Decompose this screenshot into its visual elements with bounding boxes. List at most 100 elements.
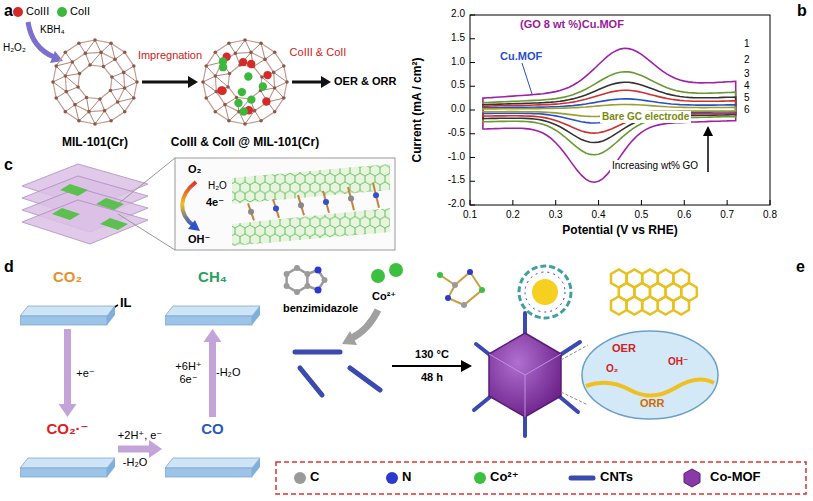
species-formula: CO₂·⁻ [20,420,115,438]
co3-dot [13,7,23,17]
cage-atom [78,72,82,76]
cage-bond [100,99,105,111]
cage-atom [123,86,127,90]
cage-bond [284,82,287,98]
graphene-stack [22,164,148,244]
cage-atom [116,100,120,104]
cage-bond [80,65,91,73]
cage-bond [75,105,79,121]
linker [323,191,329,213]
carbon-nanotubes [295,352,380,395]
cage-bond [215,43,229,52]
cage-bond [95,40,111,43]
cage-bond [100,90,111,98]
tick-label: 0.4 [592,209,606,221]
zoom-line [118,158,175,204]
cage-atom [93,38,97,42]
cage-bond [275,82,287,88]
edge-label: +6H⁺ 6e⁻ [172,360,206,385]
arrow-shaft [64,329,71,404]
tick-label: -2.0 [448,198,465,210]
co-mof-crystal [489,333,561,417]
cage-bond [110,90,117,102]
arrow-head [188,220,200,231]
cage-bond [89,112,95,124]
figure-label: d [4,258,14,276]
figure-label: 5 [744,92,750,104]
cage-bond [274,72,287,82]
figure-label: 4e⁻ [206,196,224,209]
plate-front [20,316,107,325]
linker [298,195,304,215]
cage-atom [71,60,75,64]
cobalt-particle [240,107,248,115]
mof-cage: MIL-101(Cr) [50,37,140,127]
cage-bond [265,59,274,72]
cage-bond [65,43,79,52]
arrow-head [342,331,357,345]
electrode-plate-shape [165,304,260,326]
linker [273,199,279,218]
cage-bond [110,77,111,90]
hex-cell [658,297,674,315]
cage-atom [64,110,68,114]
cage-atom [204,64,208,68]
x-tick [770,200,771,205]
figure-label: OH⁻ [668,356,688,368]
plate-top [165,306,260,316]
mof-cage: CoIII & CoII @ MIL-101(Cr) [200,37,290,127]
cage-bond [90,52,101,65]
cage-bond [206,92,216,98]
tick-label: 0.0 [451,103,465,115]
cage-atom [273,86,277,90]
cage-bond [255,111,261,121]
metal-node [248,209,254,215]
cage-bond [112,77,125,88]
cobalt-particle [218,87,226,95]
caption-wrap: MIL-101(Cr) [62,135,128,149]
species-formula: CO [165,420,260,438]
cv-curve [483,99,736,123]
tick-label: 0.5 [451,79,465,91]
cage-bond [125,52,134,66]
figure-label: 2 [744,54,750,66]
coordination-structure [437,269,485,308]
y-tick [470,133,475,134]
mof-sample [684,469,700,487]
crystal-facet [525,375,526,417]
cage-bond [206,66,215,76]
cage-atom [123,110,127,114]
figure-label: IL [120,296,132,311]
cage-bond [229,112,239,121]
y-tick [470,157,475,158]
x-tick [555,200,556,205]
electrode-plate-shape [20,456,115,478]
cage-bond [85,53,90,65]
cage-bond [101,52,103,66]
cage-bond [274,66,284,72]
cage-bond [87,97,89,111]
zoom-line [118,214,175,250]
tick-label: 0.7 [720,209,734,221]
cage-bond [95,111,105,124]
cage-atom [77,41,81,45]
arrow-head [149,440,162,458]
cage-atom [65,90,69,94]
reaction-arrow [59,329,77,417]
electrolyte-interface [586,379,714,395]
cage-bond [72,53,85,62]
crystal-facet [489,354,561,375]
cage-bond [79,112,89,121]
zoom-line [561,392,588,405]
cage-atom [98,97,102,101]
arrow-shaft [142,81,188,84]
cage-structure [50,37,140,127]
zoom-line [561,345,588,360]
cage-bond [78,87,86,98]
cage-bond [228,87,236,98]
cage-bond [125,88,134,98]
cage-bond [79,43,85,53]
figure-label: H₂O [208,180,227,192]
cage-bond [75,105,89,112]
graphene-sheet [232,208,390,246]
